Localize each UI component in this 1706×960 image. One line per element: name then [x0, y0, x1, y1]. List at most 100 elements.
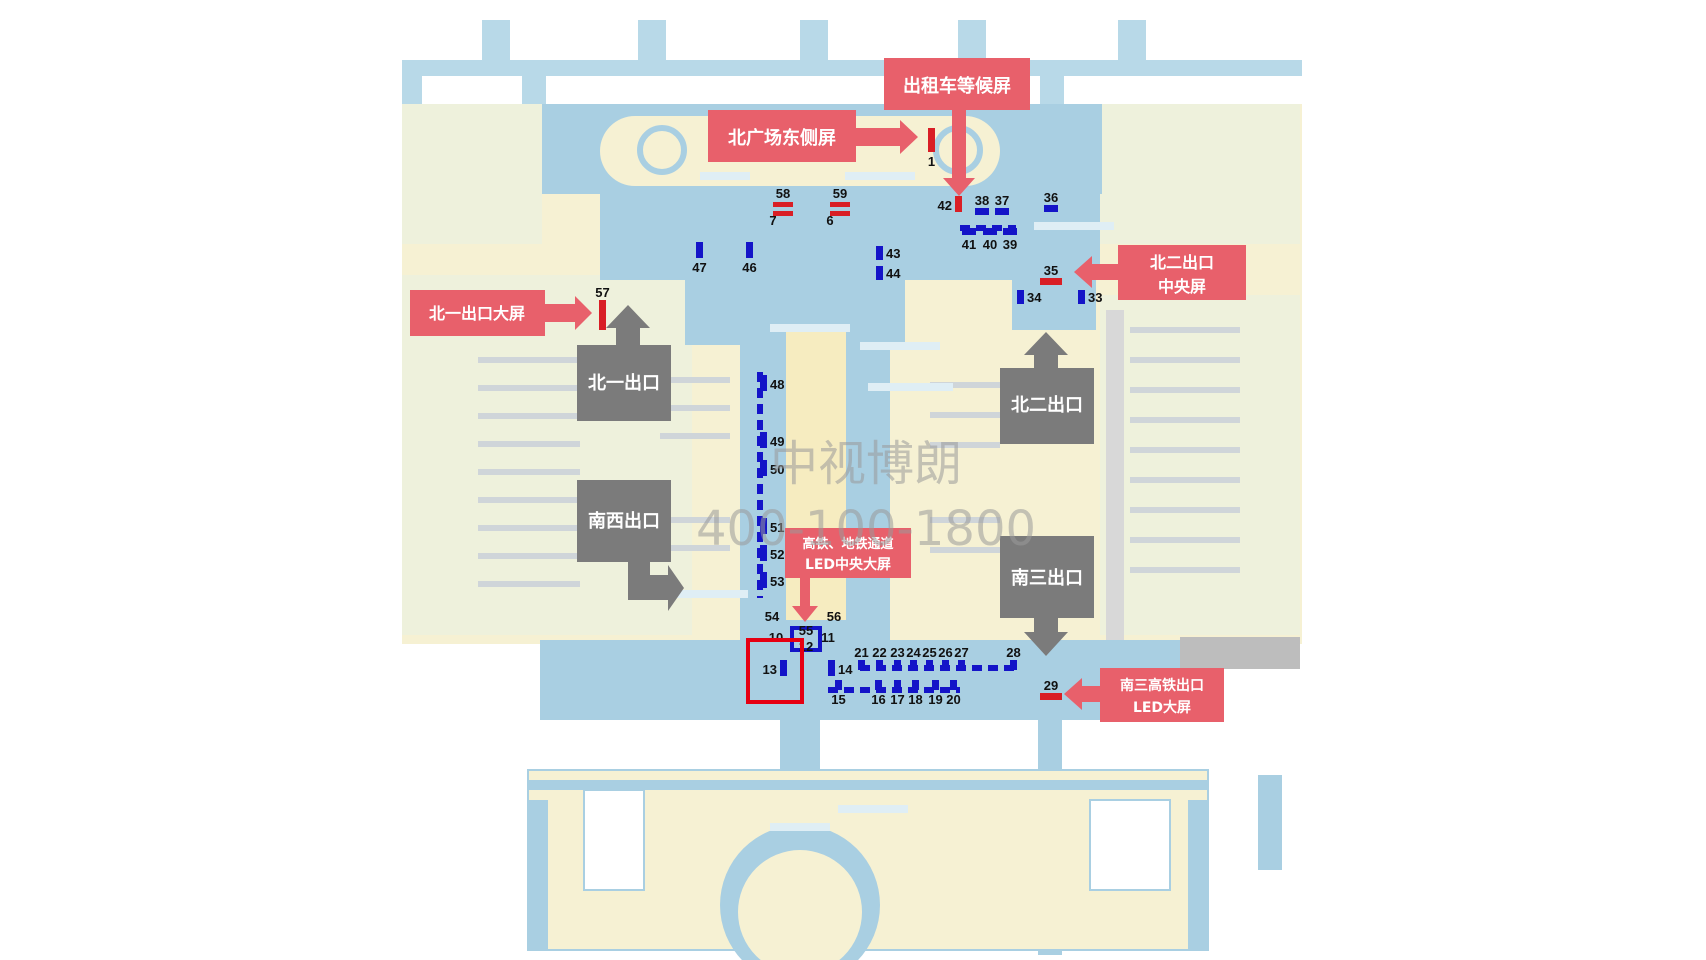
screen-marker-41 — [962, 228, 976, 235]
screen-label-56: 56 — [827, 609, 841, 624]
screen-label-42: 42 — [938, 198, 952, 213]
callout-south3: 南三高铁出口 LED大屏 — [1064, 668, 1224, 722]
screen-label-47: 47 — [692, 260, 706, 275]
screen-label-55: 55 — [799, 623, 813, 638]
screen-marker-29 — [1040, 693, 1062, 700]
exit-north1-label: 北一出口 — [588, 372, 660, 394]
screen-label-58: 58 — [776, 186, 790, 201]
screen-label-1: 1 — [928, 154, 935, 169]
east-roadway — [1106, 310, 1124, 640]
screen-label-57: 57 — [595, 285, 609, 300]
callout-north2-line1: 北二出口 — [1150, 253, 1214, 272]
screen-marker-35 — [1040, 278, 1062, 285]
minor-labels — [668, 172, 1114, 831]
screen-label-43: 43 — [886, 246, 900, 261]
top-road-network — [402, 20, 1302, 110]
screen-marker-19 — [932, 680, 939, 690]
watermark-line2: 400-100-1800 — [696, 501, 1036, 557]
screen-marker-20 — [950, 680, 957, 690]
screen-label-25: 25 — [922, 645, 936, 660]
screen-marker-58 — [773, 202, 793, 207]
screen-marker-52 — [760, 545, 767, 561]
callout-north1-label: 北一出口大屏 — [429, 304, 525, 323]
screen-label-53: 53 — [770, 574, 784, 589]
screen-marker-38 — [975, 208, 989, 215]
callout-center-led-line2: LED中央大屏 — [805, 556, 891, 573]
callout-center-led: 高铁、地铁通道 LED中央大屏 — [785, 528, 911, 622]
screen-marker-46 — [746, 242, 753, 258]
screen-marker-23 — [894, 660, 901, 670]
callout-taxi-label: 出租车等候屏 — [903, 75, 1011, 97]
screen-label-49: 49 — [770, 434, 784, 449]
screen-label-26: 26 — [938, 645, 952, 660]
screen-marker-22 — [876, 660, 883, 670]
screen-label-40: 40 — [983, 237, 997, 252]
exit-southwest-label: 南西出口 — [588, 510, 660, 532]
screen-marker-50 — [760, 460, 767, 476]
plaza-ring-left — [637, 125, 687, 175]
south-area — [527, 769, 1209, 960]
screen-label-13: 13 — [763, 662, 777, 677]
callout-north2: 北二出口 中央屏 — [1074, 245, 1246, 300]
screen-label-24: 24 — [906, 645, 921, 660]
callout-center-led-line1: 高铁、地铁通道 — [802, 536, 893, 552]
screen-marker-57 — [599, 300, 606, 330]
exit-north2-label: 北二出口 — [1011, 394, 1083, 416]
screen-marker-17 — [894, 680, 901, 690]
callout-taxi: 出租车等候屏 — [884, 58, 1030, 196]
screen-label-38: 38 — [975, 193, 989, 208]
screen-label-15: 15 — [831, 692, 845, 707]
screen-label-36: 36 — [1044, 190, 1058, 205]
screen-label-14: 14 — [838, 662, 853, 677]
screen-marker-16 — [875, 680, 882, 690]
screen-label-52: 52 — [770, 547, 784, 562]
highlight-box — [746, 638, 804, 704]
screen-label-51: 51 — [770, 520, 784, 535]
screen-label-44: 44 — [886, 266, 901, 281]
screen-label-29: 29 — [1044, 678, 1058, 693]
screen-marker-49 — [760, 432, 767, 448]
screen-marker-26 — [942, 660, 949, 670]
callout-north-plaza-label: 北广场东侧屏 — [728, 127, 836, 149]
screen-marker-14 — [828, 660, 835, 676]
screen-label-27: 27 — [954, 645, 968, 660]
screen-marker-27 — [958, 660, 965, 670]
screen-label-39: 39 — [1003, 237, 1017, 252]
callout-north-plaza: 北广场东侧屏 — [708, 110, 918, 162]
exit-north1: 北一出口 — [577, 305, 671, 421]
screen-label-48: 48 — [770, 377, 784, 392]
screen-marker-25 — [926, 660, 933, 670]
screen-marker-43 — [876, 246, 883, 260]
exit-southwest: 南西出口 — [577, 480, 684, 611]
screen-label-16: 16 — [871, 692, 885, 707]
screen-label-59: 59 — [833, 186, 847, 201]
screen-label-50: 50 — [770, 462, 784, 477]
screen-label-23: 23 — [890, 645, 904, 660]
screen-label-28: 28 — [1006, 645, 1020, 660]
screen-label-41: 41 — [962, 237, 976, 252]
screen-marker-40 — [983, 228, 997, 235]
screen-marker-15 — [835, 680, 842, 690]
exit-north2: 北二出口 — [1000, 332, 1094, 444]
screen-marker-18 — [912, 680, 919, 690]
screen-marker-51 — [760, 518, 767, 534]
screen-label-18: 18 — [908, 692, 922, 707]
callout-south3-line1: 南三高铁出口 — [1120, 677, 1204, 694]
screen-marker-24 — [910, 660, 917, 670]
screen-marker-42 — [955, 196, 962, 212]
screen-label-10: 10 — [769, 630, 783, 645]
screen-label-46: 46 — [742, 260, 756, 275]
callout-north2-line2: 中央屏 — [1158, 277, 1206, 296]
screen-marker-48 — [760, 375, 767, 391]
screen-label-37: 37 — [995, 193, 1009, 208]
screen-label-11: 11 — [821, 630, 835, 645]
screen-marker-47 — [696, 242, 703, 258]
screen-label-7: 7 — [769, 213, 776, 228]
screen-marker-59 — [830, 202, 850, 207]
screen-marker-21 — [858, 660, 865, 670]
screen-label-19: 19 — [928, 692, 942, 707]
screen-marker-34 — [1017, 290, 1024, 304]
screen-label-34: 34 — [1027, 290, 1042, 305]
screen-marker-1 — [928, 128, 935, 152]
